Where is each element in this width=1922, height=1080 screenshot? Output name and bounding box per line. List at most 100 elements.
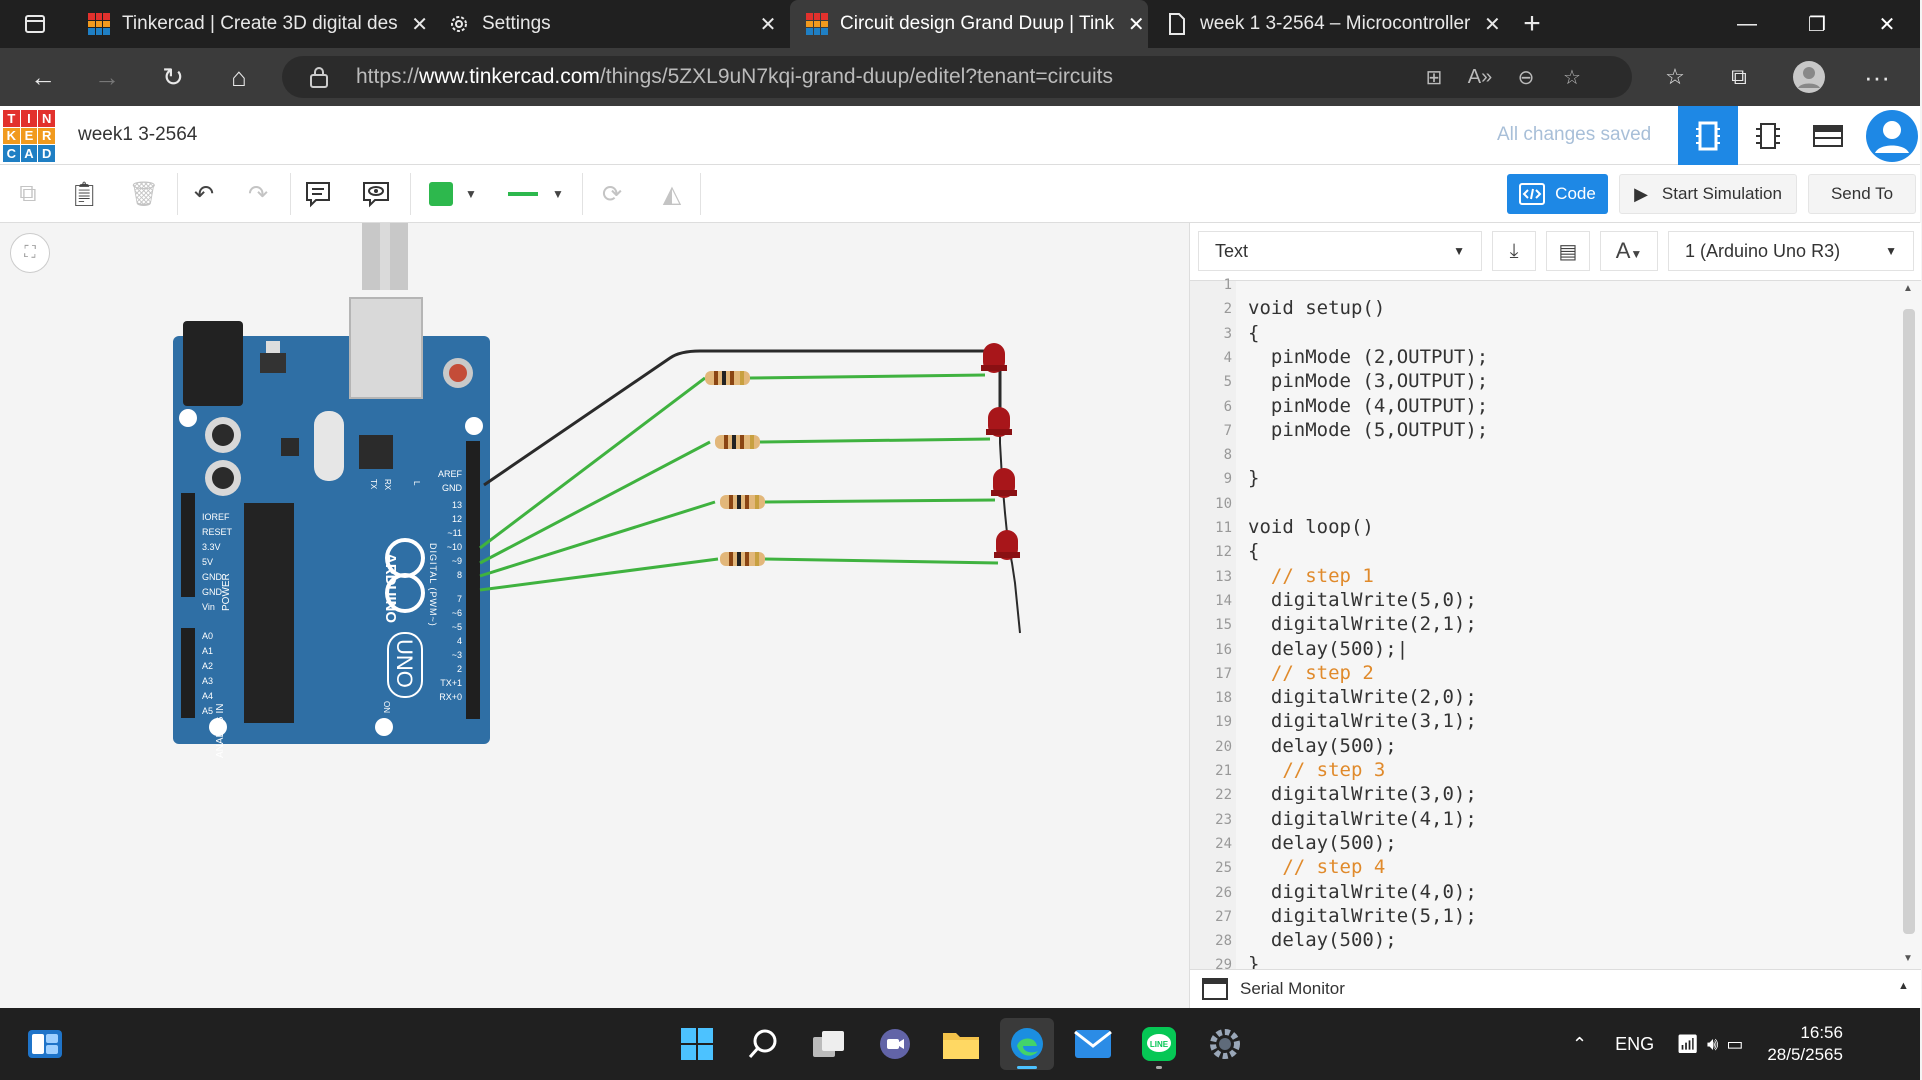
teams-chat-button[interactable] [868,1018,922,1070]
toggle-notes-button[interactable] [354,173,398,215]
serial-monitor-bar[interactable]: Serial Monitor ▲ [1190,969,1921,1008]
wifi-icon[interactable]: 📶︎ [1676,1033,1699,1054]
component-list-button[interactable] [1798,106,1858,165]
favorites-button[interactable]: ☆ [1650,48,1700,106]
rotate-button[interactable]: ⟳ [590,173,634,215]
copy-button[interactable]: ⧉ [6,173,50,215]
circuit-view-button[interactable] [1678,106,1738,165]
home-button[interactable]: ⌂ [214,48,264,106]
font-size-button[interactable]: A▼ [1600,231,1658,271]
clock[interactable]: 16:56 28/5/2565 [1767,1022,1843,1066]
download-code-button[interactable]: ⤓ [1492,231,1536,271]
resistor[interactable] [715,435,760,449]
collections-button[interactable]: ⧉ [1714,48,1764,106]
code-scrollbar[interactable]: ▲ ▼ [1897,281,1921,969]
search-button[interactable] [736,1018,790,1070]
close-icon[interactable]: ✕ [1127,13,1145,36]
line-number: 27 [1215,908,1232,925]
tab-settings[interactable]: Settings ✕ [432,0,790,48]
wire-pin4[interactable] [479,440,711,565]
paste-button[interactable]: 📋︎ [62,173,106,215]
wire-style-picker[interactable]: ▼ [496,173,576,215]
lock-icon[interactable] [308,65,330,89]
task-view-button[interactable] [802,1018,856,1070]
wire-pin2[interactable] [479,557,719,592]
wire-led2[interactable] [759,437,991,444]
fill-color-picker[interactable]: ▼ [418,173,488,215]
tinkercad-logo[interactable]: T I N K E R C A D [3,110,55,162]
code-mode-select[interactable]: Text ▼ [1198,231,1482,271]
back-button[interactable]: ← [18,48,68,106]
delete-button[interactable]: 🗑︎ [122,173,166,215]
url-field[interactable]: https://www.tinkercad.com/things/5ZXL9uN… [282,56,1632,98]
code-button[interactable]: Code [1507,174,1608,214]
red-led[interactable] [981,343,1007,373]
user-avatar-button[interactable] [1862,106,1922,165]
scroll-up-icon[interactable]: ▲ [1903,283,1913,294]
close-window-button[interactable]: ✕ [1852,0,1922,48]
close-icon[interactable]: ✕ [1483,13,1501,36]
serial-monitor-label: Serial Monitor [1240,979,1345,998]
send-to-button[interactable]: Send To [1808,174,1916,214]
tab-week1-document[interactable]: week 1 3-2564 – Microcontroller ✕ [1150,0,1501,48]
schematic-view-button[interactable] [1738,106,1798,165]
line-app-button[interactable]: LINE [1132,1018,1186,1070]
arduino-uno-board[interactable]: ARDUINO UNO DIGITAL (PWM~) ANALOG IN POW… [173,297,490,758]
wire-led1[interactable] [749,373,986,380]
start-simulation-button[interactable]: ▶ Start Simulation [1619,174,1797,214]
circuit-canvas[interactable]: ⛶ ARDUINO [0,223,1189,1008]
resistor[interactable] [720,552,765,566]
red-led[interactable] [991,468,1017,498]
file-explorer-button[interactable] [934,1018,988,1070]
flip-button[interactable]: ◭ [650,173,694,215]
widgets-button[interactable] [18,1018,72,1070]
minimize-icon: — [1737,12,1757,35]
redo-button[interactable]: ↷ [236,173,280,215]
start-button[interactable] [670,1018,724,1070]
input-language[interactable]: ENG [1615,1033,1655,1054]
battery-icon[interactable]: ▭ [1726,1033,1744,1054]
logo-letter: T [3,110,20,127]
minimize-button[interactable]: — [1712,0,1782,48]
forward-button[interactable]: → [82,48,132,106]
new-tab-button[interactable]: + [1510,0,1554,48]
refresh-button[interactable]: ↻ [148,48,198,106]
wire-pin3[interactable] [479,500,716,578]
scroll-down-icon[interactable]: ▼ [1903,953,1913,964]
chevron-up-icon[interactable]: ⌃ [1572,1033,1588,1054]
volume-icon[interactable]: 🔊︎ [1706,1033,1719,1054]
mail-button[interactable] [1066,1018,1120,1070]
wire-led4[interactable] [764,557,999,565]
tab-circuit-design[interactable]: Circuit design Grand Duup | Tink ✕ [790,0,1148,48]
zoom-out-icon[interactable]: ⊖ [1517,66,1535,89]
chevron-up-icon[interactable]: ▲ [1898,980,1909,992]
close-icon[interactable]: ✕ [411,13,429,36]
undo-button[interactable]: ↶ [182,173,226,215]
red-led[interactable] [994,530,1020,560]
red-led[interactable] [986,407,1012,437]
wire-pin5[interactable] [479,376,706,550]
notes-button[interactable] [296,173,340,215]
device-select[interactable]: 1 (Arduino Uno R3) ▼ [1668,231,1914,271]
tab-tinkercad-home[interactable]: Tinkercad | Create 3D digital des ✕ [72,0,430,48]
resistor[interactable] [705,371,750,385]
close-icon[interactable]: ✕ [759,13,777,36]
profile-button[interactable] [1784,48,1834,106]
scrollbar-thumb[interactable] [1903,309,1915,934]
design-title[interactable]: week1 3-2564 [78,124,198,145]
wire-led3[interactable] [764,498,996,504]
settings-app-button[interactable] [1198,1018,1252,1070]
add-favorite-icon[interactable]: ☆ [1563,66,1581,89]
logo-letter: R [38,127,55,145]
resistor[interactable] [720,495,765,509]
restore-button[interactable]: ❐ [1782,0,1852,48]
code-line: void setup() [1248,297,1386,320]
zoom-to-fit-button[interactable]: ⛶ [10,233,50,273]
edge-browser-button[interactable] [1000,1018,1054,1070]
app-available-icon[interactable]: ⊞ [1425,66,1443,89]
tab-actions-button[interactable] [10,0,60,48]
read-aloud-icon[interactable]: A» [1467,65,1493,88]
more-button[interactable]: ··· [1852,48,1902,106]
libraries-button[interactable]: ▤ [1546,231,1590,271]
